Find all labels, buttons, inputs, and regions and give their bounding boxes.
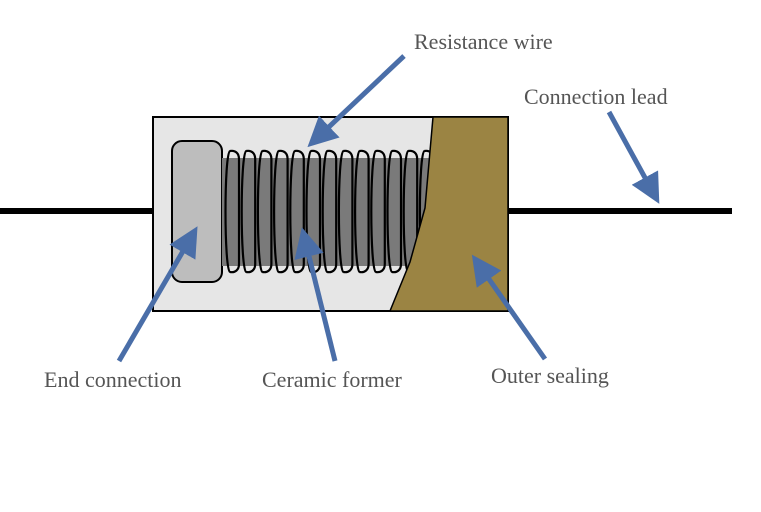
coil-winding [354,149,370,274]
ceramic-former-arrow [294,227,338,362]
coil-winding [273,149,289,274]
connection-lead-arrow [606,110,660,204]
outer-sealing-arrow [471,254,548,361]
resistance-wire-arrow [307,54,406,148]
coil-winding [240,149,257,274]
outer-sealing-label: Outer sealing [491,363,609,388]
coil-winding [370,149,386,274]
coil-winding [256,149,273,274]
coil-winding [321,149,338,274]
coil-winding [224,149,241,274]
coil-winding [337,149,354,274]
connection-lead-label: Connection lead [524,84,668,109]
end-connection-arrow [116,226,198,363]
resistance-wire-label: Resistance wire [414,29,553,54]
coil-winding [289,149,305,274]
coil-winding [386,149,403,274]
ceramic-former-label: Ceramic former [262,367,402,392]
end-connection-label: End connection [44,367,182,392]
